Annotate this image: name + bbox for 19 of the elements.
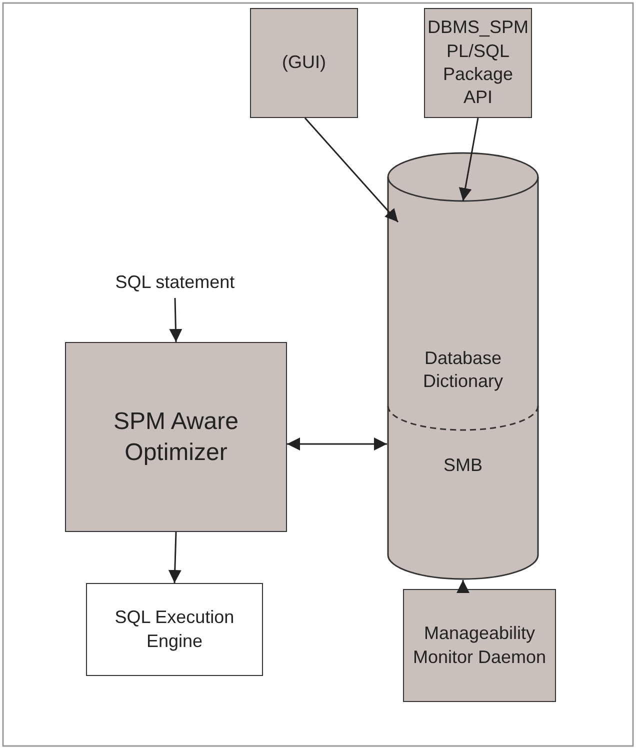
process-box: [424, 8, 532, 118]
arrow: [304, 118, 399, 222]
arrow: [169, 298, 182, 342]
database-label: Database Dictionary: [422, 347, 504, 394]
database-label: SMB: [442, 454, 484, 477]
process-box: [403, 589, 556, 702]
node-label: (GUI): [281, 51, 327, 74]
process-box: [250, 8, 358, 118]
node-label: SPM Aware Optimizer: [112, 406, 240, 468]
arrow: [168, 532, 182, 584]
process-box: [65, 342, 287, 532]
arrow: [458, 118, 479, 202]
node-label: Manageability Monitor Daemon: [412, 622, 548, 668]
arrow: [456, 580, 470, 593]
arrow: [287, 438, 387, 450]
node-label: SQL statement: [114, 271, 236, 294]
process-box: [86, 583, 263, 676]
node-label: DBMS_SPM PL/SQL Package API: [426, 16, 530, 110]
node-label: SQL Execution Engine: [114, 606, 236, 653]
